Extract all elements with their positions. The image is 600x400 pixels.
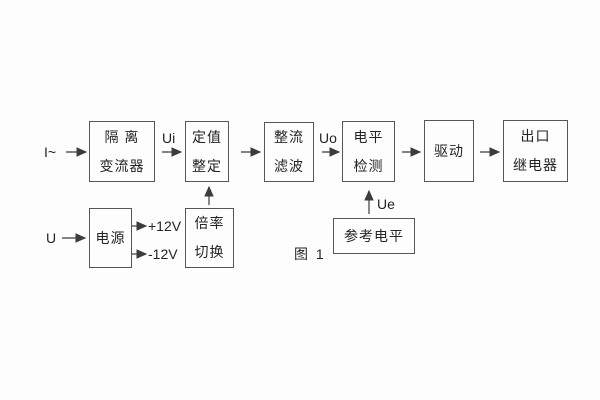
block-level-detect: 电平 检测 [342, 121, 395, 182]
block-rectify-filter: 整流 滤波 [264, 122, 314, 182]
block-label: 隔 离 [104, 128, 140, 145]
signal-label-input-current: I~ [44, 144, 57, 160]
figure-caption: 图 1 [294, 246, 326, 262]
block-reference-level: 参考电平 [333, 218, 415, 254]
block-output-relay: 出口 继电器 [503, 120, 568, 182]
block-label: 切换 [194, 244, 225, 260]
block-drive: 驱动 [424, 120, 474, 182]
block-label: 整流 [274, 129, 304, 145]
block-label: 滤波 [274, 158, 304, 174]
block-label: 电平 [353, 128, 384, 145]
block-ratio-switch: 倍率 切换 [185, 208, 234, 268]
signal-label-plus-12v: +12V [148, 218, 182, 234]
block-power-supply: 电源 [89, 208, 132, 268]
block-label: 驱动 [434, 142, 464, 159]
block-label: 继电器 [513, 157, 558, 173]
block-setting-adjust: 定值 整定 [185, 121, 229, 182]
block-label: 电源 [95, 229, 126, 246]
signal-label-uo: Uo [319, 130, 337, 146]
block-isolation-transformer: 隔 离 变流器 [89, 121, 155, 182]
block-label: 变流器 [99, 157, 145, 174]
signal-label-minus-12v: -12V [148, 246, 178, 262]
signal-label-ui: Ui [162, 130, 176, 146]
block-label: 倍率 [194, 215, 225, 231]
block-label: 整定 [192, 157, 222, 174]
block-label: 检测 [353, 157, 384, 174]
block-label: 定值 [192, 128, 222, 145]
block-label: 参考电平 [344, 228, 404, 244]
signal-label-input-voltage: U [46, 230, 57, 246]
signal-label-ue: Ue [377, 196, 395, 212]
block-label: 出口 [520, 128, 551, 144]
